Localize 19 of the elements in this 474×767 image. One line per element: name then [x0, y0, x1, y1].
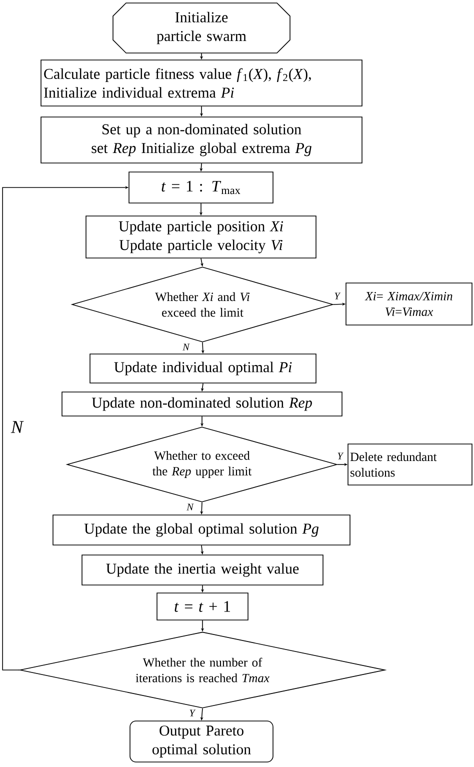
process-box: Update particle position Xi Update particle velocity Vi	[86, 216, 316, 258]
process-box: Calculate particle fitness value f$_{1}$(X), f$_{2}$(X), Initialize individual extrema Pi	[40, 60, 362, 106]
process-box: Update non-dominated solution Rep	[62, 392, 342, 416]
process-box: Update the global optimal solution Pg	[52, 514, 350, 546]
process-box: t = t + 1	[156, 592, 248, 620]
process-box: Delete redundant solutions	[348, 444, 472, 486]
edge-label: Y	[190, 710, 196, 716]
edge-label: N	[182, 344, 190, 350]
end-box: Output Pareto optimal solution	[130, 720, 274, 762]
edge-label: Y	[334, 292, 341, 300]
process-box: Xi= Ximax/Ximin Vi=Vimax	[346, 282, 472, 326]
start-hexagon: Initialize particle swarm	[112, 2, 290, 54]
process-box: Update individual optimal Pi	[90, 354, 316, 384]
process-box: Set up a non-dominated solution set Rep Initialize global extrema Pg	[40, 116, 362, 164]
edge-label: N	[10, 421, 24, 433]
edge-label: N	[186, 504, 194, 510]
edge-label: Y	[338, 452, 344, 460]
process-box: Update the inertia weight value	[82, 554, 324, 586]
process-box: t = 1 : T$_{max}$	[128, 172, 274, 204]
